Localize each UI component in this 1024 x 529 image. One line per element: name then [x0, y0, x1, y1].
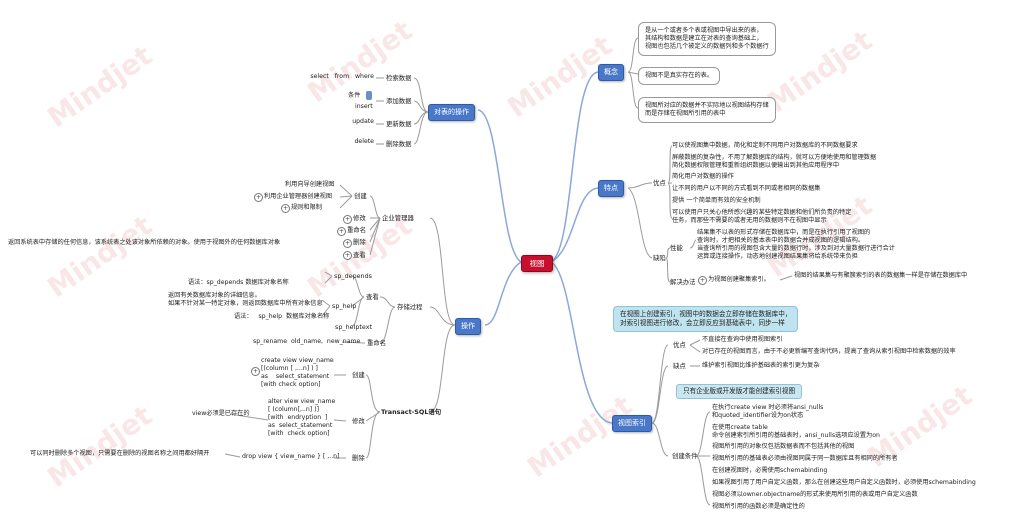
table-op-retrieve-detail: select from where: [310, 73, 374, 80]
index-con-item: 维护索引视图比维护基础表的索引更为复杂: [702, 362, 820, 369]
tsql-modify-note: view必须是已存在的: [192, 410, 250, 417]
em-modify[interactable]: 修改: [353, 214, 366, 222]
features-perf-label[interactable]: 性能: [670, 244, 683, 252]
index-pro-item: 对已存在的视图而言，由于不必更新编写查询代码，提高了查询从索引视图中检索数据的效…: [702, 348, 956, 355]
tsql-delete-label[interactable]: 删除: [352, 454, 365, 462]
em-create-item: 利用向导创建视图: [285, 181, 335, 188]
tsql-delete-code: drop view { view_name } [ ,..n]: [242, 453, 340, 460]
table-op-update-detail: update: [352, 118, 374, 125]
plus-marker-icon[interactable]: +: [254, 193, 263, 202]
tsql-modify-code: alter view view_name [ (column[,..n] )] …: [268, 398, 336, 437]
tsql-label[interactable]: Transact-SQL语句: [381, 408, 442, 416]
em-delete[interactable]: 删除: [353, 238, 366, 246]
table-op-delete[interactable]: 删除数据: [386, 140, 412, 148]
features-solution-label[interactable]: 解决办法: [670, 278, 696, 286]
index-condition-item: 视图所引用的基础表必须由视图同属于同一数据库且有相同的所有者: [712, 455, 898, 462]
sp-depends-syntax: 语法：sp_depends 数据库对象名称: [188, 279, 289, 286]
index-condition-item: 视图必须以owner.objectname的形式来使用所引用的表或用户自定义函数: [712, 491, 918, 498]
sp-help[interactable]: sp_help: [332, 302, 357, 310]
features-pro-item: 可以使用户只关心他所感兴趣的某些特定数据和他们所负责的特定 任务，而那些不需要的…: [672, 209, 852, 224]
sp-help-syntax: 语法： sp_help 数据库对象名称: [234, 313, 330, 320]
features-pro-item: 可以使视图集中数据，简化和定制不同用户对数据库的不同数据要求: [672, 142, 858, 149]
index-conditions-callout: 只有企业版或开发版才能创建索引视图: [676, 384, 803, 399]
features-pros-label[interactable]: 优点: [653, 179, 666, 187]
concept-storage[interactable]: 视图所对应的数据并不实际地以视图结构存储 而是存储在视图所引用的表中: [638, 97, 776, 123]
sp-helptext[interactable]: sp_helptext: [335, 323, 373, 331]
branch-operations[interactable]: 操作: [455, 318, 481, 335]
table-op-insert-detail: insert: [355, 103, 373, 110]
plus-marker-icon[interactable]: +: [281, 204, 290, 213]
index-pros-label[interactable]: 优点: [673, 341, 686, 349]
central-topic[interactable]: 视图: [521, 255, 553, 272]
features-solution-note: 视图的结果集与有聚簇索引的表的数据集一样是存储在数据库中: [794, 272, 968, 279]
note-icon[interactable]: [366, 91, 372, 100]
em-create-item: 利用企业管理器创建视图: [264, 193, 333, 200]
sp-depends-desc: 返回系统表中存储的任何信息，该系统表之处该对象所依赖的对象。使用于视图外的任何数…: [8, 239, 281, 246]
index-condition-item: 在执行create view 时必须将ansi_nulls 和quoted_id…: [712, 404, 824, 419]
sp-view-label[interactable]: 查看: [366, 293, 379, 301]
plus-marker-icon[interactable]: +: [343, 215, 352, 224]
tsql-create-label[interactable]: 创建: [352, 371, 365, 379]
em-create-label[interactable]: 创建: [354, 192, 367, 200]
index-callout: 在视图上创建索引，视图中的数据会立即存储在数据库中， 对索引视图进行修改，会立即…: [613, 306, 799, 332]
index-cons-label[interactable]: 缺点: [673, 362, 686, 370]
features-pro-item: 简化用户对数据的操作: [672, 173, 734, 180]
plus-marker-icon[interactable]: +: [343, 239, 352, 248]
features-cons-label[interactable]: 缺陷: [653, 254, 666, 262]
features-solution: 为视图创建聚集索引。: [708, 276, 770, 283]
index-condition-item: 在使用create table 命令创建索引所引用的基础表时，ansi_null…: [712, 424, 880, 439]
features-pro-item: 让不同的用户以不同的方式看到不同或者相同的数据集: [672, 185, 821, 192]
plus-marker-icon[interactable]: +: [251, 367, 260, 376]
sp-rename: sp_rename old_name, new_name: [253, 338, 361, 345]
em-create-item: 规则和限制: [291, 204, 322, 211]
branch-concept[interactable]: 概念: [598, 64, 624, 81]
table-op-retrieve[interactable]: 检索数据: [386, 74, 412, 82]
features-perf-text: 结果集不以表的形式存储在数据库中，而是在执行引用了视图的 查询时，才把相关的基本…: [697, 229, 895, 260]
features-pro-item: 提供 一个简单而有效的安全机制: [672, 197, 761, 204]
plus-marker-icon[interactable]: +: [337, 227, 346, 236]
table-op-update[interactable]: 更新数据: [386, 120, 412, 128]
sp-depends[interactable]: sp_depends: [334, 272, 372, 280]
em-view[interactable]: 查看: [353, 251, 366, 259]
index-condition-item: 如果视图引用了用户自定义函数，那么在创建这些用户自定义函数时，必须使用schem…: [712, 479, 976, 486]
branch-table-operations[interactable]: 对表的操作: [428, 104, 475, 121]
branch-features[interactable]: 特点: [598, 180, 624, 197]
index-pro-item: 不直接在查询中使用视图索引: [702, 336, 783, 343]
features-pro-item: 屏蔽数据的复杂性，不用了解数据库的结构，就可以方便地使用和管理数据 简化数据权限…: [672, 154, 877, 169]
sp-rename-label[interactable]: 重命名: [367, 339, 387, 347]
concept-not-real-table[interactable]: 视图不是真实存在的表。: [638, 67, 721, 85]
index-conditions-label[interactable]: 创建条件: [672, 452, 698, 460]
plus-marker-icon[interactable]: +: [698, 276, 707, 285]
table-op-delete-detail: delete: [354, 138, 375, 145]
tsql-create-code: create view view_name [(column [ ,...n] …: [261, 357, 334, 388]
plus-marker-icon[interactable]: +: [343, 251, 352, 260]
branch-view-index[interactable]: 视图索引: [612, 415, 652, 432]
tsql-modify-label[interactable]: 修改: [352, 417, 365, 425]
sp-help-desc: 返回有关数据库对象的详细信息。 如果不针对某一特定对象，则返回数据库中所有对象信…: [168, 292, 323, 307]
table-op-insert[interactable]: 添加数据: [386, 97, 412, 105]
index-condition-item: 视图所引用的函数必须是确定性的: [712, 503, 805, 510]
index-condition-item: 视图所引用的对象仅包括数据表而不包括其他的视图: [712, 443, 855, 450]
em-label[interactable]: 企业管理器: [382, 214, 414, 222]
tsql-delete-note: 可以同时删除多个视图，只需要在删除的视图名称之间用都好隔开: [30, 450, 210, 457]
sp-label[interactable]: 存储过程: [397, 303, 423, 311]
concept-definition[interactable]: 是从一个或者多个表或视图中导出来的表， 其结构和数据是建立在对表的查询基础上， …: [638, 22, 776, 56]
em-rename[interactable]: 重命名: [347, 226, 367, 234]
table-op-insert-condition: 条件: [348, 92, 361, 99]
index-condition-item: 在创建视图时，必需使用schemabinding: [712, 467, 828, 474]
